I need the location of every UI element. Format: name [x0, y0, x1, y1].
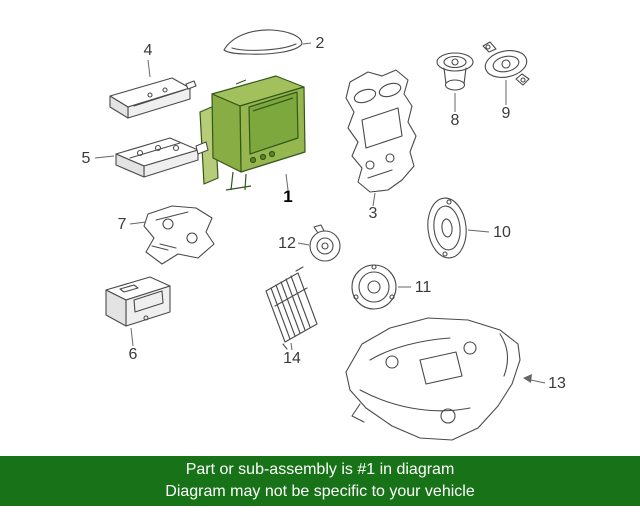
part-3-leader	[372, 192, 376, 207]
part-4-label[interactable]: 4	[144, 42, 153, 59]
part-9-drawing[interactable]	[482, 41, 530, 86]
part-5-drawing[interactable]	[115, 137, 209, 178]
part-10-label[interactable]: 10	[493, 224, 511, 241]
part-2-label[interactable]: 2	[316, 35, 325, 52]
part-11-drawing[interactable]	[351, 264, 397, 310]
part-2-leader	[302, 42, 312, 45]
part-6-drawing[interactable]	[105, 276, 171, 327]
part-2-drawing[interactable]	[223, 29, 303, 55]
part-8-drawing[interactable]	[436, 52, 474, 91]
part-7-drawing[interactable]	[143, 205, 215, 265]
part-13-label[interactable]: 13	[548, 375, 566, 392]
part-3-drawing[interactable]	[345, 69, 417, 193]
part-6-label[interactable]: 6	[129, 346, 138, 363]
part-6-leader	[130, 327, 134, 347]
notice-banner: Part or sub-assembly is #1 in diagram Di…	[0, 456, 640, 506]
part-14-label[interactable]: 14	[283, 350, 301, 367]
part-8-label[interactable]: 8	[451, 112, 460, 129]
part-3-label[interactable]: 3	[369, 205, 378, 222]
part-7-leader	[129, 221, 147, 225]
part-5-label[interactable]: 5	[82, 150, 91, 167]
banner-line-1: Part or sub-assembly is #1 in diagram	[185, 461, 455, 478]
part-1-leader	[285, 173, 289, 191]
part-1-label[interactable]: 1	[283, 187, 292, 206]
part-13-arrowhead	[523, 374, 532, 383]
part-10-drawing[interactable]	[425, 196, 469, 260]
part-4-drawing[interactable]	[109, 77, 197, 119]
parts-diagram: 4 2 1	[82, 29, 566, 441]
banner-line-2: Diagram may not be specific to your vehi…	[165, 483, 475, 500]
part-11-label[interactable]: 11	[415, 279, 432, 296]
part-4-leader	[147, 59, 151, 78]
part-14-drawing[interactable]	[265, 266, 318, 350]
part-13-drawing[interactable]	[345, 317, 521, 441]
part-12-drawing[interactable]	[309, 224, 341, 262]
part-12-label[interactable]: 12	[278, 235, 296, 252]
part-9-label[interactable]: 9	[502, 105, 511, 122]
part-1-drawing[interactable]	[199, 75, 306, 191]
part-10-leader	[467, 229, 490, 233]
part-12-leader	[297, 242, 310, 246]
part-5-leader	[94, 155, 115, 159]
part-14-leader	[290, 342, 293, 351]
part-7-label[interactable]: 7	[118, 216, 127, 233]
